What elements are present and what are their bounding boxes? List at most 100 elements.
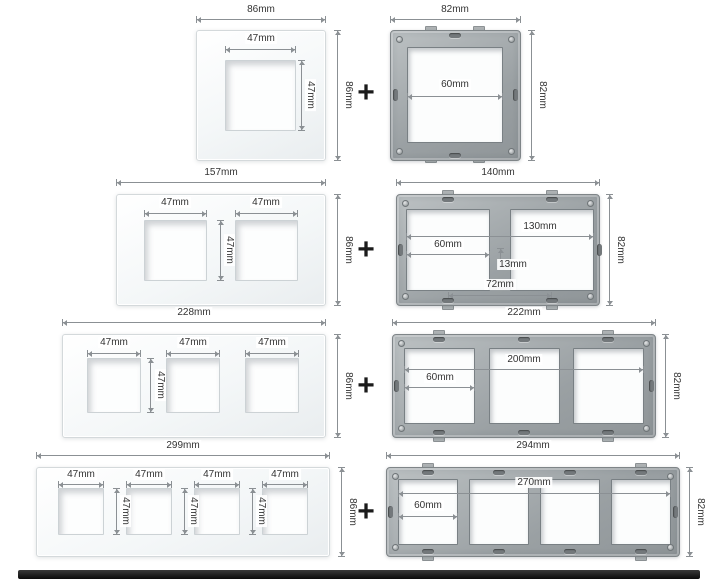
bracket-opening	[573, 348, 644, 424]
mount-slot	[564, 470, 576, 475]
glass-width-dim-line	[62, 319, 326, 326]
screw-hole	[398, 425, 405, 432]
bracket-height-dim-line	[606, 194, 613, 306]
plus-sign: +	[357, 495, 375, 528]
mount-slot	[398, 244, 403, 256]
mount-slot	[393, 89, 398, 101]
glass-width-label: 299mm	[164, 440, 202, 451]
bracket-height-dim-line	[686, 467, 693, 557]
glass-opening	[262, 488, 308, 535]
opening-width-label: 47mm	[201, 469, 233, 480]
bracket-height-label: 82mm	[695, 496, 706, 528]
opening-width-label: 47mm	[245, 33, 277, 44]
bracket-width-dim-line	[386, 452, 680, 459]
screw-hole	[508, 148, 515, 155]
bracket-opening-width-label: 60mm	[439, 79, 471, 90]
bracket-opening	[469, 479, 529, 545]
glass-opening	[126, 488, 172, 535]
bracket-opening	[406, 209, 490, 291]
bracket-opening-width-label: 60mm	[424, 372, 456, 383]
mount-slot	[422, 470, 434, 475]
plus-sign: +	[357, 369, 375, 402]
opening-width-dim-line	[87, 350, 141, 357]
bottom-edge	[18, 570, 700, 579]
bracket-spacing-dim-line	[448, 292, 552, 299]
glass-opening	[245, 358, 299, 413]
opening-height-label: 47mm	[155, 369, 166, 401]
glass-height-label: 86mm	[343, 370, 354, 402]
glass-width-label: 228mm	[175, 307, 213, 318]
bracket-width-label: 140mm	[479, 167, 517, 178]
opening-height-label: 47mm	[305, 79, 316, 111]
mount-slot	[433, 430, 445, 435]
bracket-height-dim-line	[528, 30, 535, 161]
mount-slot	[673, 506, 678, 518]
opening-width-dim-line	[58, 481, 104, 488]
mount-slot	[635, 470, 647, 475]
glass-height-label: 86mm	[343, 234, 354, 266]
bracket-gap-label: 13mm	[497, 259, 529, 270]
bracket-width-dim-line	[396, 179, 600, 186]
bracket-span-label: 270mm	[515, 477, 553, 488]
glass-opening	[144, 220, 207, 281]
glass-width-label: 86mm	[245, 4, 277, 15]
mount-slot	[602, 430, 614, 435]
bracket-height-label: 82mm	[537, 79, 548, 111]
bracket-span-label: 200mm	[505, 354, 543, 365]
opening-width-label: 47mm	[269, 469, 301, 480]
glass-width-label: 157mm	[202, 167, 240, 178]
opening-height-dim-line	[298, 60, 305, 131]
mount-slot	[442, 298, 454, 303]
mount-slot	[518, 430, 530, 435]
mount-slot	[597, 244, 602, 256]
glass-opening	[194, 488, 240, 535]
mount-slot	[546, 298, 558, 303]
opening-width-dim-line	[225, 46, 296, 53]
screw-hole	[402, 293, 409, 300]
opening-height-label: 47mm	[188, 495, 199, 527]
opening-height-dim-line	[113, 488, 120, 535]
opening-width-label: 47mm	[250, 197, 282, 208]
opening-width-dim-line	[126, 481, 172, 488]
bracket-span-dim-line	[406, 233, 594, 240]
opening-width-label: 47mm	[159, 197, 191, 208]
glass-height-label: 86mm	[343, 79, 354, 111]
glass-width-dim-line	[36, 452, 330, 459]
bracket-width-label: 222mm	[505, 307, 543, 318]
mount-slot	[388, 506, 393, 518]
bracket-span-dim-line	[404, 366, 644, 373]
opening-height-label: 47mm	[224, 234, 235, 266]
screw-hole	[402, 200, 409, 207]
opening-height-label: 47mm	[120, 495, 131, 527]
mount-slot	[422, 549, 434, 554]
screw-hole	[392, 544, 399, 551]
bracket-opening-dim-line	[407, 93, 503, 100]
plus-sign: +	[357, 76, 375, 109]
glass-opening	[58, 488, 104, 535]
opening-width-dim-line	[262, 481, 308, 488]
bracket-opening-dim-line	[398, 513, 458, 520]
bracket-opening-width-label: 60mm	[412, 500, 444, 511]
glass-width-dim-line	[116, 179, 326, 186]
mount-slot	[649, 380, 654, 392]
screw-hole	[587, 293, 594, 300]
opening-height-dim-line	[249, 488, 256, 535]
glass-height-dim-line	[338, 467, 345, 557]
screw-hole	[396, 148, 403, 155]
bracket-opening-dim-line	[404, 384, 475, 391]
opening-width-label: 47mm	[65, 469, 97, 480]
mount-slot	[449, 153, 461, 158]
bracket-height-label: 82mm	[615, 234, 626, 266]
bracket-span-dim-line	[398, 490, 671, 497]
opening-width-dim-line	[166, 350, 220, 357]
bracket-opening-dim-line	[406, 251, 490, 258]
opening-width-dim-line	[194, 481, 240, 488]
bracket-opening	[398, 479, 458, 545]
glass-opening	[166, 358, 220, 413]
screw-hole	[396, 36, 403, 43]
screw-hole	[398, 340, 405, 347]
screw-hole	[587, 200, 594, 207]
opening-height-dim-line	[181, 488, 188, 535]
opening-width-dim-line	[245, 350, 299, 357]
